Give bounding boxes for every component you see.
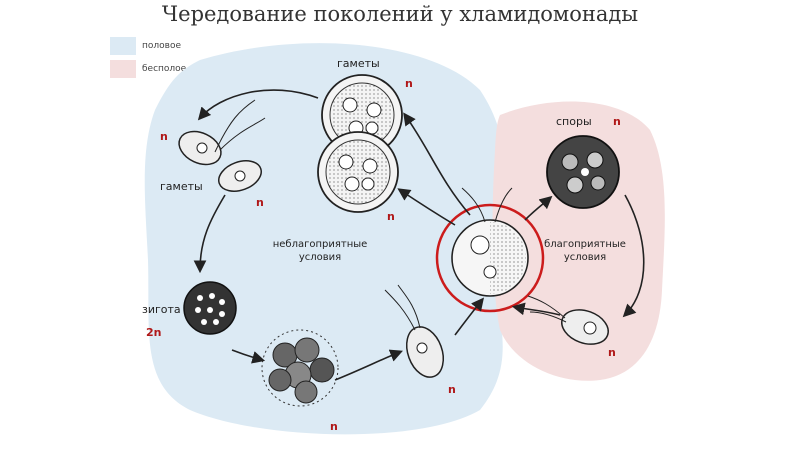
cell-cluster bbox=[261, 329, 339, 407]
label-zygote: зигота bbox=[142, 303, 181, 316]
label-gametes-left: гаметы bbox=[160, 180, 203, 193]
legend-label-sexual: половое bbox=[142, 41, 181, 51]
ploidy-n-cluster: n bbox=[330, 420, 338, 433]
ploidy-n-left-bottom: n bbox=[256, 196, 264, 209]
ploidy-n-left-top: n bbox=[160, 130, 168, 143]
flagellate-cell-right bbox=[527, 295, 609, 345]
legend-swatch-asexual bbox=[110, 60, 136, 78]
ploidy-n-small-cell: n bbox=[448, 383, 456, 396]
ploidy-n-mid-gametes: n bbox=[387, 210, 395, 223]
zygote-cell bbox=[183, 281, 237, 335]
legend-swatch-sexual bbox=[110, 37, 136, 55]
label-unfavorable: неблагоприятные условия bbox=[265, 238, 375, 264]
spores-cell bbox=[546, 135, 620, 209]
fusing-gametes bbox=[178, 99, 266, 192]
ploidy-n-right-cell: n bbox=[608, 346, 616, 359]
page-title: Чередование поколений у хламидомонады bbox=[161, 2, 639, 26]
label-gametes-top: гаметы bbox=[337, 57, 380, 70]
label-spores: споры bbox=[556, 115, 592, 128]
label-favorable-text: благоприятные условия bbox=[544, 239, 626, 263]
label-favorable: благоприятные условия bbox=[535, 238, 635, 264]
legend-label-asexual: бесполое bbox=[142, 64, 187, 74]
flagellate-cell-bottom bbox=[384, 284, 445, 378]
ploidy-n-spores: n bbox=[613, 115, 621, 128]
ploidy-zygote-2n: 2n bbox=[146, 326, 162, 339]
gamete-cell-top-lower bbox=[317, 131, 399, 213]
label-unfavorable-text: неблагоприятные условия bbox=[272, 239, 368, 263]
cycle-arrows bbox=[193, 89, 645, 381]
central-cell bbox=[435, 187, 545, 313]
ploidy-n-gametes-top: n bbox=[405, 77, 413, 90]
